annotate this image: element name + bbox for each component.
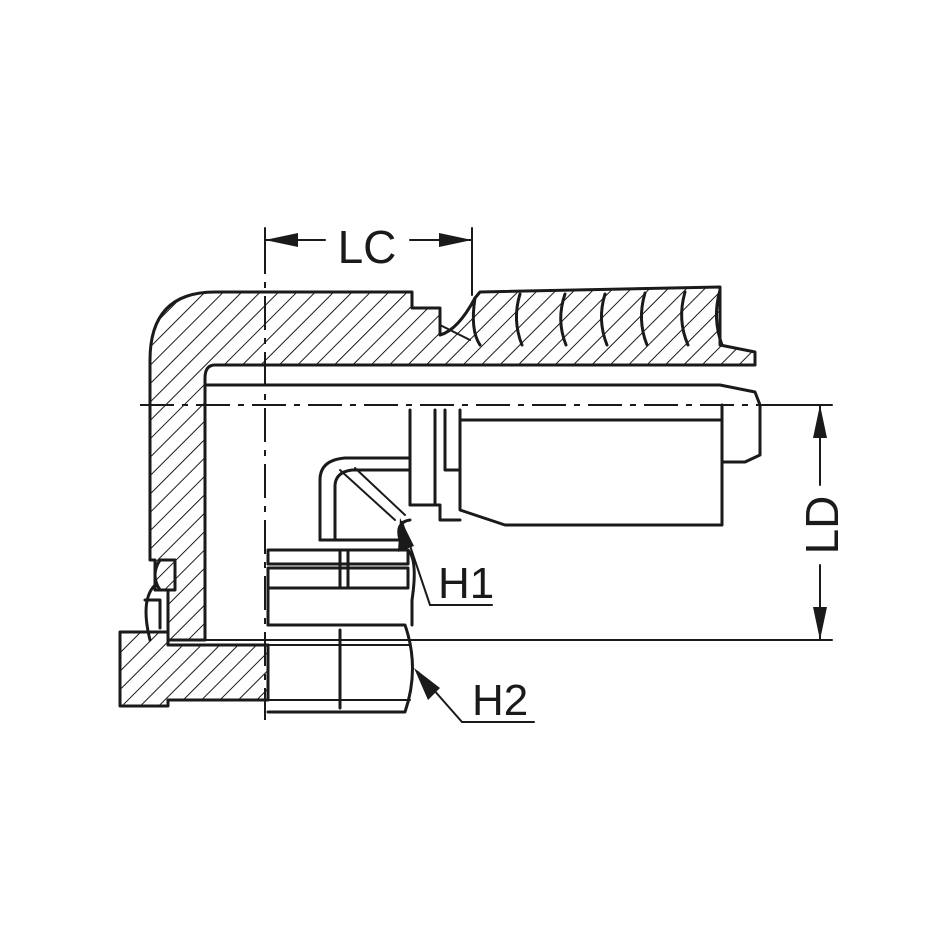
h1-leader [398,518,493,606]
ld-dimension [204,404,833,641]
elbow-body-section [148,285,757,642]
h2-label: H2 [472,676,528,725]
lc-dimension [264,227,473,296]
hose-tail-barbs [439,288,724,347]
lc-label: LC [338,221,397,273]
seat-ring [266,548,416,627]
elbow-turn [318,456,412,542]
h2-leader [414,668,535,723]
ld-label: LD [796,496,848,555]
swivel-nut [118,623,414,714]
oring-groove [143,558,177,642]
h1-label: H1 [438,559,494,608]
